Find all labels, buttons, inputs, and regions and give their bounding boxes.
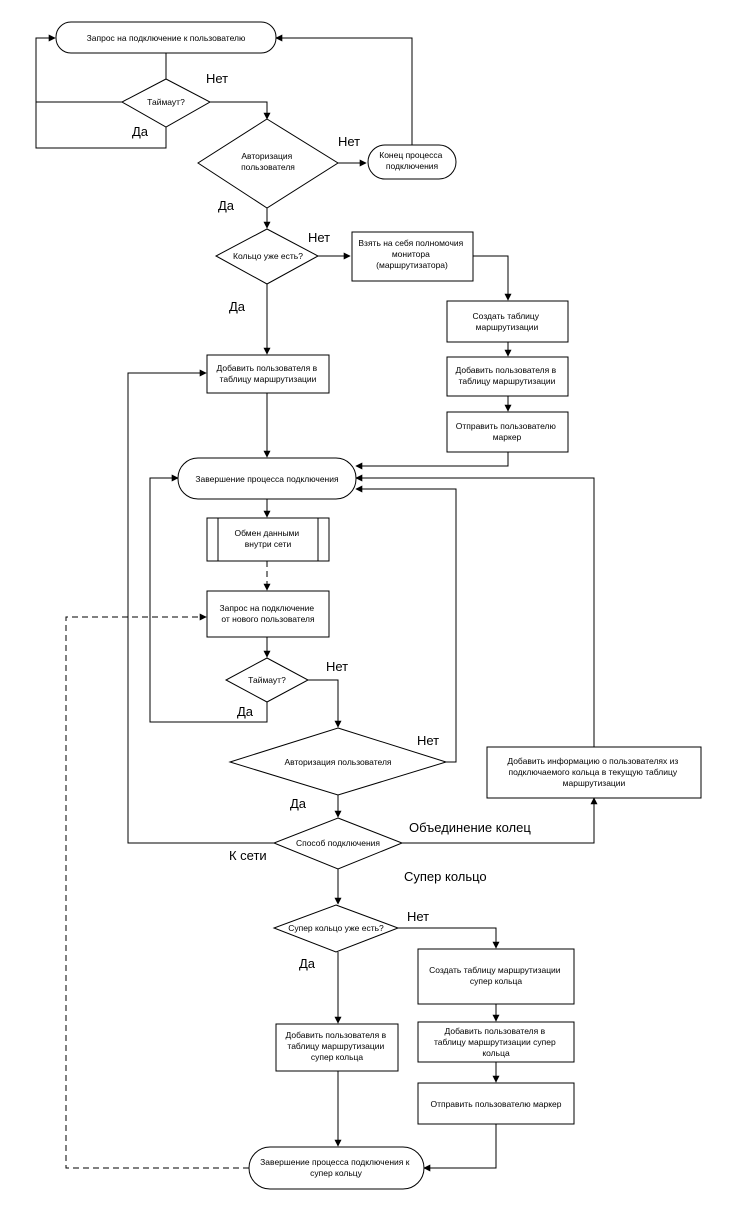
label-auth1-yes: Да (218, 198, 235, 213)
svg-text:Кольцо уже есть?: Кольцо уже есть? (233, 251, 303, 261)
edge-auth2-no (355, 485, 457, 763)
node-completesuper: Завершение процесса подключения к супер … (248, 1146, 425, 1190)
svg-text:Завершение процесса подключени: Завершение процесса подключения (195, 474, 339, 484)
svg-text:Создать таблицу маршрутизации: Создать таблицу маршрутизации супер коль… (429, 965, 563, 986)
svg-text:Авторизация пользователя: Авторизация пользователя (284, 757, 391, 767)
node-sendmarker: Отправить пользователю маркер (446, 411, 569, 453)
edge-timeout2-yes (149, 474, 268, 723)
node-addsuper1: Добавить пользователя в таблицу маршрути… (275, 1023, 399, 1072)
svg-text:Добавить пользователя в: Добавить пользователя в таблицу маршрути… (285, 1030, 388, 1062)
node-method: Способ подключения (272, 817, 404, 870)
svg-text:Взять на себя полномочия: Взять на себя полномочия монитора (маршр… (358, 238, 465, 270)
node-auth2: Авторизация пользователя (228, 727, 448, 796)
label-auth1-no: Нет (338, 134, 360, 149)
edge-sendmarker2-completesuper (423, 1124, 497, 1172)
edge-timeout2-no (308, 679, 342, 728)
node-timeout1: Таймаут? (120, 78, 212, 128)
edge-timeout1-no (210, 101, 271, 120)
node-timeout2: Таймаут? (224, 657, 310, 703)
edge-timeout1-yes-loop (35, 34, 56, 102)
label-superexists-yes: Да (299, 956, 316, 971)
svg-text:Отправить пользователю: Отправить пользователю маркер (456, 421, 558, 442)
node-addsuper2: Добавить пользователя в таблицу маршрути… (417, 1021, 575, 1063)
label-auth2-no: Нет (417, 733, 439, 748)
node-end1: Конец процесса подключения (367, 144, 457, 180)
edge-takemonitor-createtable (473, 255, 512, 301)
svg-text:Добавить пользователя в: Добавить пользователя в таблицу маршрути… (434, 1026, 558, 1058)
label-timeout2-no: Нет (326, 659, 348, 674)
node-exchange: Обмен данными внутри сети (206, 517, 330, 562)
label-timeout1-yes: Да (132, 124, 149, 139)
svg-text:Запрос на подключение: Запрос на подключение от нового пользова… (219, 603, 316, 624)
edge-sendmarker-complete (355, 452, 509, 470)
svg-text:Создать таблицу маршру: Создать таблицу маршрутизации (473, 311, 542, 332)
svg-text:Завершение процесса подключени: Завершение процесса подключения к супер … (260, 1157, 412, 1178)
node-adduser2: Добавить пользователя в таблицу маршрути… (446, 356, 569, 397)
label-method-ringmerge: Объединение колец (409, 820, 531, 835)
node-createtable: Создать таблицу маршрутизации (446, 300, 569, 343)
nodes: Запрос на подключение к пользователю Тай… (55, 21, 702, 1190)
svg-text:Отправить пользователю маркер: Отправить пользователю маркер (430, 1099, 561, 1109)
svg-text:Добавить информацию о пользова: Добавить информацию о пользователях из п… (507, 756, 680, 788)
node-superexists: Супер кольцо уже есть? (272, 904, 400, 953)
node-auth1: Авторизация пользователя (197, 118, 339, 209)
node-addinfo: Добавить информацию о пользователях из п… (486, 746, 702, 799)
svg-text:Таймаут?: Таймаут? (248, 675, 286, 685)
edge-completesuper-newrequest (65, 613, 249, 1169)
node-newrequest: Запрос на подключение от нового пользова… (206, 590, 330, 638)
svg-text:Добавить пользователя в: Добавить пользователя в таблицу маршрути… (455, 365, 558, 386)
label-method-network: К сети (229, 848, 267, 863)
label-auth2-yes: Да (290, 796, 307, 811)
svg-text:Таймаут?: Таймаут? (147, 97, 185, 107)
edge-labels: Нет Да Нет Да Нет Да Нет Да Нет Да Объед… (132, 71, 531, 971)
edge-superexists-no (398, 927, 500, 949)
label-ringexists-yes: Да (229, 299, 246, 314)
label-method-superring: Супер кольцо (404, 869, 487, 884)
node-adduser1: Добавить пользователя в таблицу маршрути… (206, 354, 330, 394)
node-start: Запрос на подключение к пользователю (55, 21, 277, 54)
label-ringexists-no: Нет (308, 230, 330, 245)
svg-text:Добавить пользователя в: Добавить пользователя в таблицу маршрути… (216, 363, 319, 384)
node-ringexists: Кольцо уже есть? (214, 228, 320, 285)
svg-text:Конец процесса подключ: Конец процесса подключения (379, 150, 445, 171)
svg-text:Обмен данными внутри с: Обмен данными внутри сети (234, 528, 301, 549)
node-sendmarker2: Отправить пользователю маркер (417, 1082, 575, 1125)
edge-timeout1-yes (35, 101, 167, 149)
label-superexists-no: Нет (407, 909, 429, 924)
label-timeout1-no: Нет (206, 71, 228, 86)
edges (35, 34, 598, 1172)
svg-text:Авторизация пользовате: Авторизация пользователя (241, 151, 295, 172)
svg-text:Запрос на подключение к пользо: Запрос на подключение к пользователю (87, 33, 246, 43)
svg-text:Супер кольцо уже есть?: Супер кольцо уже есть? (288, 923, 384, 933)
svg-text:Способ подключения: Способ подключения (296, 838, 380, 848)
edge-addinfo-complete (355, 474, 595, 747)
node-takemonitor: Взять на себя полномочия монитора (маршр… (351, 231, 474, 282)
label-timeout2-yes: Да (237, 704, 254, 719)
node-createsuper: Создать таблицу маршрутизации супер коль… (417, 948, 575, 1005)
edge-end1-start (275, 34, 413, 145)
edge-method-addinfo (402, 797, 598, 844)
node-complete: Завершение процесса подключения (177, 457, 357, 500)
edge-method-network (127, 369, 274, 844)
